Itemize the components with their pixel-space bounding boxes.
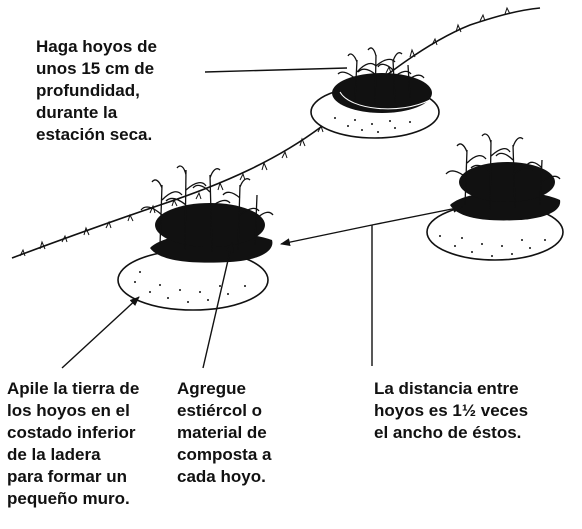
arrow-spacing-right — [371, 204, 463, 226]
arrow-add-compost — [202, 242, 234, 369]
pit-right — [426, 133, 564, 261]
pit-top — [310, 47, 440, 139]
label-pile-soil: Apile la tierra de los hoyos en el costa… — [7, 379, 140, 508]
arrow-pile-soil — [61, 296, 140, 369]
pit-left — [117, 165, 274, 311]
label-spacing: La distancia entre hoyos es 1½ veces el … — [374, 379, 529, 442]
hillside-line — [11, 7, 541, 259]
label-dig-holes: Haga hoyos de unos 15 cm de profundidad,… — [36, 37, 157, 144]
leader-dig-holes — [204, 67, 348, 73]
arrow-spacing-left — [280, 224, 373, 247]
label-add-compost: Agregue estiércol o material de composta… — [177, 379, 272, 486]
